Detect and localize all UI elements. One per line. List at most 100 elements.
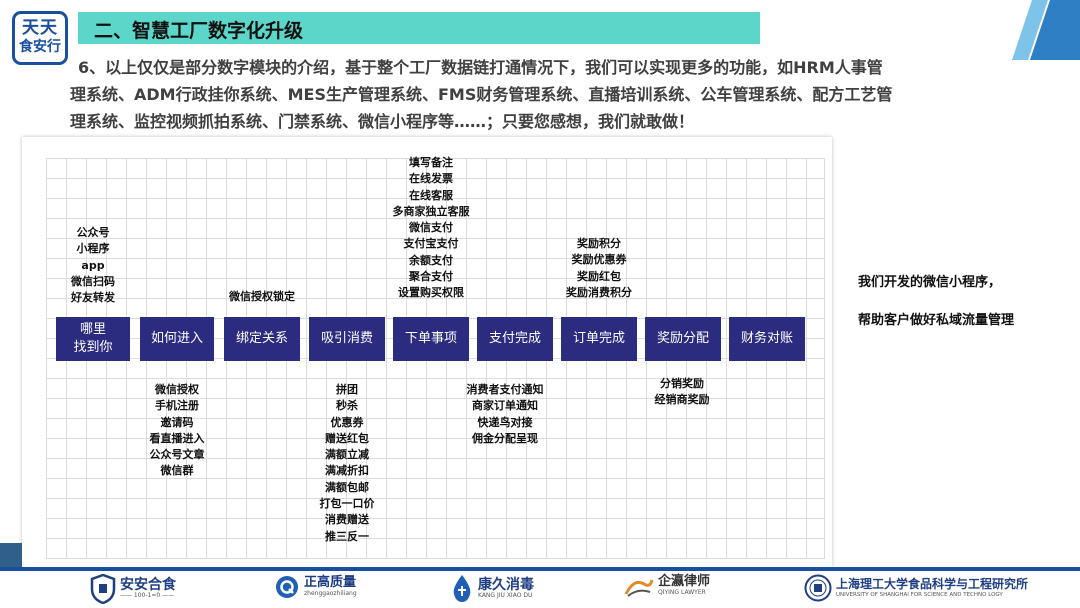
- logo-line-2: 食安行: [19, 39, 61, 55]
- partner-subtitle: UNIVERSITY OF SHANGHAI FOR SCIENCE AND T…: [836, 592, 1003, 598]
- annotation-item: 打包一口价: [319, 497, 375, 511]
- annotation-item: 满额包邮: [325, 480, 369, 494]
- annotation-where: 公众号 小程序 app 微信扫码 好友转发: [48, 225, 138, 306]
- flow-node-label: 奖励分配: [656, 331, 709, 346]
- annotation-item: 奖励消费积分: [566, 285, 632, 299]
- flow-node-bind: 绑定关系: [224, 317, 300, 361]
- flow-node-complete: 订单完成: [561, 317, 637, 361]
- flow-node-order: 下单事项: [393, 317, 469, 361]
- annotation-item: 奖励优惠券: [571, 253, 627, 267]
- footer-divider: [0, 567, 1080, 571]
- flow-node-where: 哪里 找到你: [56, 317, 130, 361]
- droplet-icon: [453, 575, 471, 602]
- footer-partners: 安安合食 —— 100-1=0 —— 正高质量 zhenggaozhiliang…: [0, 572, 1080, 608]
- annotation-item: 消费赠送: [325, 513, 369, 527]
- annotation-item: 微信授权锁定: [229, 290, 295, 303]
- partner-name: 企瀛律师: [658, 574, 711, 589]
- annotation-item: app: [81, 258, 105, 272]
- annotation-item: 公众号文章: [149, 448, 205, 462]
- annotation-item: 优惠券: [330, 415, 364, 429]
- annotation-item: 奖励红包: [577, 269, 621, 283]
- annotation-item: 手机注册: [155, 399, 199, 413]
- flow-node-label: 支付完成: [488, 331, 541, 346]
- annotation-item: 微信支付: [409, 221, 453, 235]
- partner-name: 正高质量: [304, 575, 357, 590]
- flow-node-label: 吸引消费: [320, 331, 373, 346]
- annotation-item: 余额支付: [409, 253, 453, 267]
- partner-zhenggao: 正高质量 zhenggaozhiliang: [274, 574, 357, 600]
- flow-node-label: 绑定关系: [235, 331, 288, 346]
- annotation-item: 商家订单通知: [472, 399, 538, 413]
- annotation-item: 邀请码: [160, 415, 194, 429]
- annotation-complete: 奖励积分 奖励优惠券 奖励红包 奖励消费积分: [554, 236, 644, 301]
- annotation-item: 分销奖励: [660, 377, 704, 390]
- annotation-item: 微信授权: [155, 383, 199, 396]
- q-circle-icon: [276, 576, 298, 598]
- annotation-item: 满减折扣: [325, 464, 369, 478]
- annotation-item: 支付宝支付: [403, 237, 459, 251]
- annotation-item: 多商家独立客服: [392, 204, 470, 218]
- title-bar: [78, 12, 760, 44]
- annotation-enter: 微信授权 手机注册 邀请码 看直播进入 公众号文章 微信群: [132, 382, 222, 480]
- side-note-line-1: 我们开发的微信小程序，: [858, 275, 1002, 290]
- partner-qiying: 企瀛律师 QIYING LAWYER: [624, 574, 710, 598]
- annotation-item: 在线发票: [409, 172, 453, 186]
- annotation-item: 看直播进入: [149, 431, 205, 445]
- flow-node-finance: 财务对账: [729, 317, 805, 361]
- partner-usst: 上海理工大学食品科学与工程研究所 UNIVERSITY OF SHANGHAI …: [804, 574, 1028, 602]
- annotation-item: 好友转发: [71, 291, 115, 305]
- annotation-item: 小程序: [76, 242, 110, 256]
- annotation-reward: 分销奖励 经销商奖励: [637, 376, 727, 409]
- flow-diagram-panel: 哪里 找到你 如何进入 绑定关系 吸引消费 下单事项 支付完成 订单完成 奖励分…: [22, 137, 832, 567]
- logo-line-1: 天天: [22, 18, 58, 38]
- partner-subtitle: QIYING LAWYER: [658, 589, 706, 596]
- flow-node-reward: 奖励分配: [645, 317, 721, 361]
- annotation-item: 聚合支付: [409, 270, 453, 284]
- annotation-item: 满额立减: [325, 448, 369, 462]
- shield-icon: [90, 574, 116, 604]
- partner-name: 上海理工大学食品科学与工程研究所: [836, 577, 1029, 591]
- intro-line-3: 理系统、监控视频抓拍系统、门禁系统、微信小程序等……；只要您感想，我们就敢做！: [70, 112, 695, 131]
- flow-node-attract: 吸引消费: [309, 317, 385, 361]
- partner-subtitle: zhenggaozhiliang: [304, 590, 357, 597]
- intro-line-1: 6、以上仅仅是部分数字模块的介绍，基于整个工厂数据链打通情况下，我们可以实现更多…: [78, 58, 883, 77]
- university-seal-icon: [804, 574, 832, 602]
- partner-subtitle: KANG JIU XIAO DU: [478, 592, 533, 599]
- annotation-item: 在线客服: [409, 188, 453, 202]
- annotation-item: 设置购买权限: [398, 286, 464, 300]
- annotation-item: 微信扫码: [71, 274, 115, 288]
- annotation-attract: 拼团 秒杀 优惠券 赠送红包 满额立减 满减折扣 满额包邮 打包一口价 消费赠送…: [302, 382, 392, 545]
- partner-name: 康久消毒: [478, 577, 534, 593]
- annotation-bind: 微信授权锁定: [217, 289, 307, 305]
- annotation-item: 赠送红包: [325, 431, 369, 445]
- annotation-item: 微信群: [160, 464, 194, 478]
- corner-decoration-icon: [1012, 0, 1080, 60]
- page-title: 二、智慧工厂数字化升级: [94, 20, 304, 42]
- annotation-item: 拼团: [336, 383, 358, 396]
- flow-node-label: 哪里 找到你: [73, 322, 113, 355]
- annotation-item: 推三反一: [325, 529, 369, 543]
- left-accent-bar: [0, 543, 22, 567]
- flow-node-label: 如何进入: [150, 331, 203, 346]
- flow-node-label: 下单事项: [404, 331, 457, 346]
- flow-node-pay: 支付完成: [477, 317, 553, 361]
- flow-node-enter: 如何进入: [140, 317, 214, 361]
- partner-name: 安安合食: [120, 577, 176, 593]
- partner-kangjiu: 康久消毒 KANG JIU XIAO DU: [450, 574, 534, 604]
- annotation-pay: 消费者支付通知 商家订单通知 快递鸟对接 佣金分配呈现: [455, 382, 555, 447]
- brand-logo: 天天 食安行: [12, 11, 68, 65]
- flow-node-label: 订单完成: [572, 331, 625, 346]
- side-note-line-2: 帮助客户做好私域流量管理: [858, 313, 1015, 328]
- annotation-item: 消费者支付通知: [466, 383, 544, 396]
- wave-logo-icon: [624, 579, 654, 597]
- annotation-item: 填写备注: [409, 156, 453, 169]
- partner-anan: 安安合食 —— 100-1=0 ——: [90, 574, 176, 604]
- partner-subtitle: —— 100-1=0 ——: [120, 592, 175, 599]
- annotation-item: 快递鸟对接: [477, 415, 533, 429]
- intro-paragraph: 6、以上仅仅是部分数字模块的介绍，基于整个工厂数据链打通情况下，我们可以实现更多…: [70, 54, 1005, 135]
- annotation-item: 公众号: [76, 226, 110, 239]
- intro-line-2: 理系统、ADM行政挂你系统、MES生产管理系统、FMS财务管理系统、直播培训系统…: [70, 85, 893, 104]
- flow-node-label: 财务对账: [740, 331, 793, 346]
- annotation-item: 经销商奖励: [654, 393, 710, 407]
- annotation-item: 奖励积分: [577, 237, 621, 250]
